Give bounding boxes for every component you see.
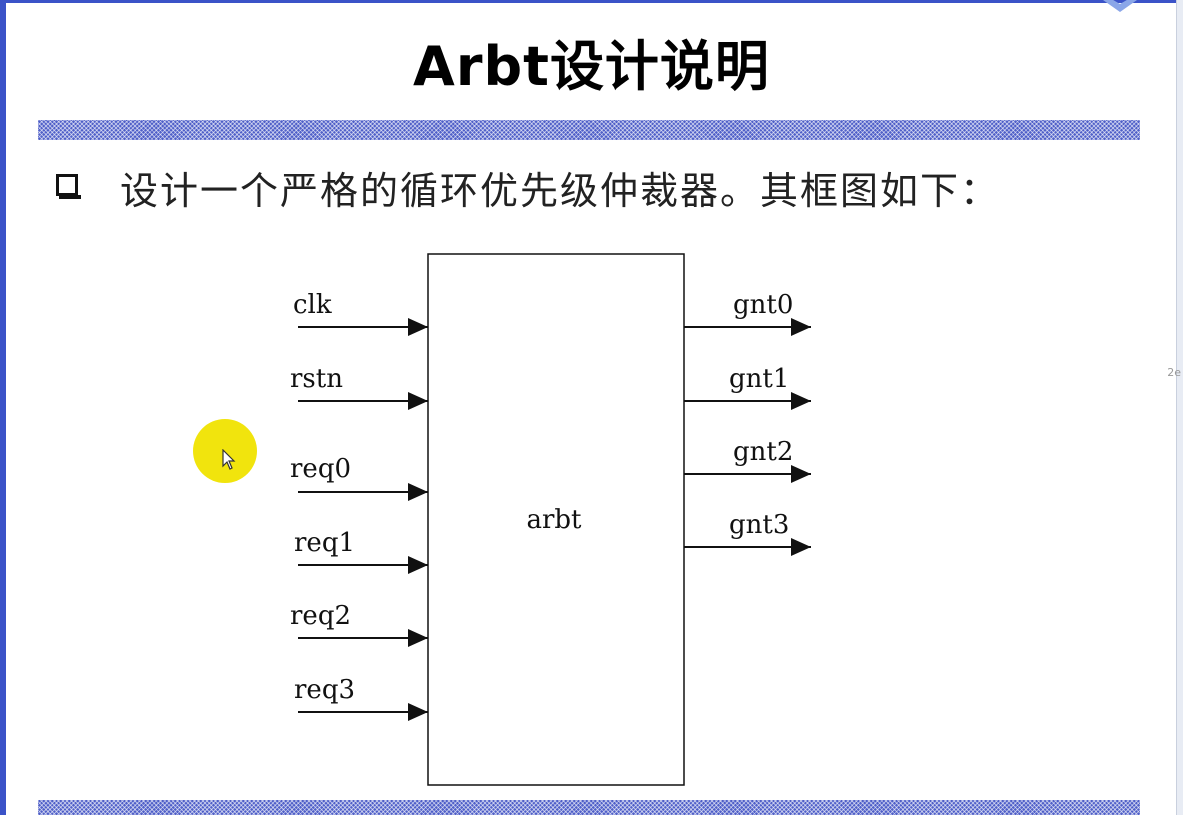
bullet-checkbox-icon <box>56 174 81 199</box>
output-label-gnt1: gnt1 <box>729 364 789 394</box>
slide-left-border <box>0 0 6 815</box>
input-label-clk: clk <box>293 290 332 320</box>
input-arrowhead-req1 <box>408 556 428 574</box>
output-arrowhead-gnt0 <box>791 318 811 336</box>
output-arrowhead-gnt3 <box>791 538 811 556</box>
output-arrowhead-gnt2 <box>791 465 811 483</box>
input-label-req0: req0 <box>290 454 351 484</box>
output-label-gnt0: gnt0 <box>733 290 793 320</box>
side-edge-text: 2e <box>1167 366 1181 379</box>
cursor-highlight <box>193 419 257 483</box>
input-arrowhead-req0 <box>408 483 428 501</box>
input-label-req1: req1 <box>294 528 355 558</box>
window-right-edge <box>1176 0 1183 815</box>
input-arrowhead-clk <box>408 318 428 336</box>
input-label-req3: req3 <box>294 675 355 705</box>
app-logo-icon <box>1103 0 1137 12</box>
arbt-block <box>427 253 685 786</box>
decorative-band-top <box>38 120 1140 140</box>
input-arrowhead-req3 <box>408 703 428 721</box>
output-label-gnt2: gnt2 <box>733 437 793 467</box>
output-label-gnt3: gnt3 <box>729 510 789 540</box>
decorative-band-bottom <box>38 800 1140 815</box>
slide-title: Arbt设计说明 <box>413 35 770 98</box>
bullet-text: 设计一个严格的循环优先级仲裁器。其框图如下： <box>120 169 1001 213</box>
input-label-req2: req2 <box>290 601 351 631</box>
input-label-rstn: rstn <box>290 364 343 394</box>
input-arrowhead-rstn <box>408 392 428 410</box>
output-arrowhead-gnt1 <box>791 392 811 410</box>
block-label: arbt <box>526 505 582 535</box>
mouse-cursor-icon <box>222 449 236 470</box>
slide-top-border <box>0 0 1183 3</box>
input-arrowhead-req2 <box>408 629 428 647</box>
